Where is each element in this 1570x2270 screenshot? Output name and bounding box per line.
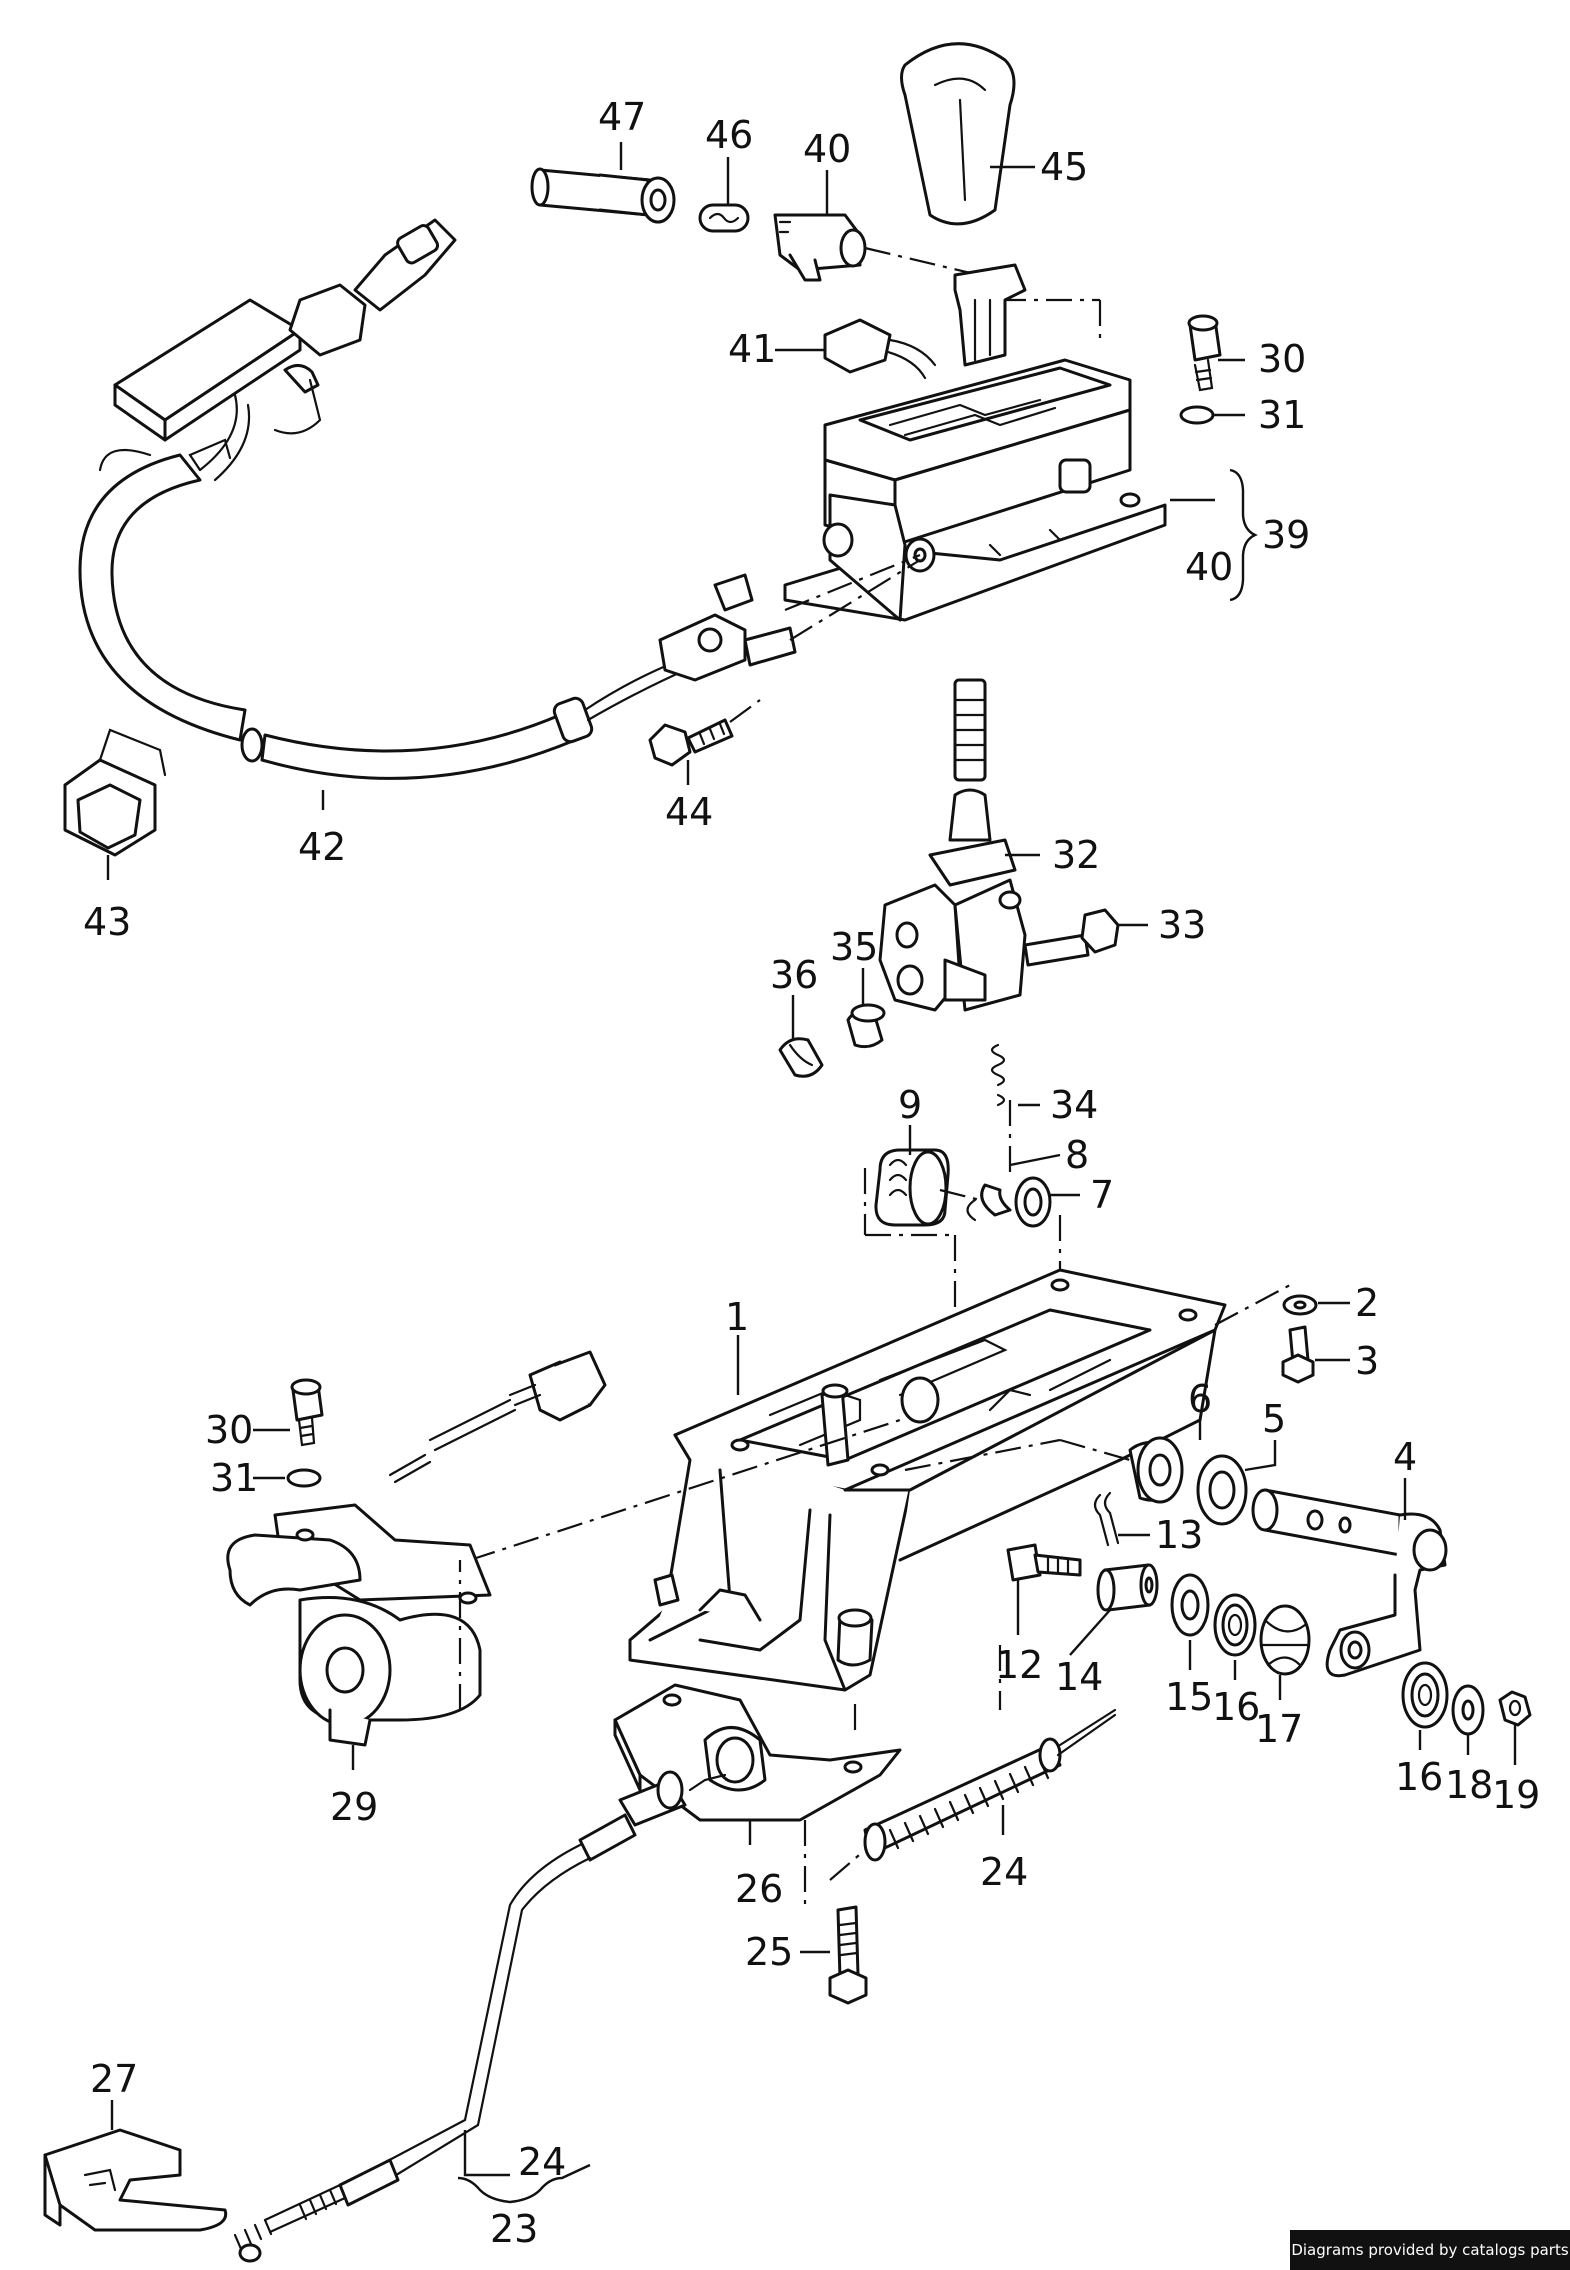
cable-end-linkage[interactable] (658, 573, 797, 682)
part-35-bushing[interactable] (846, 1003, 886, 1049)
part-27-cable-bracket[interactable] (43, 2128, 228, 2232)
part-41-connector[interactable] (823, 318, 937, 380)
part-1-selector-bracket[interactable] (628, 1268, 1227, 1692)
part-7-ring[interactable] (1014, 1176, 1052, 1228)
callout-25: 25 (745, 1930, 793, 1974)
callout-14: 14 (1055, 1655, 1103, 1699)
callout-26: 26 (735, 1867, 783, 1911)
callout-40: 40 (803, 127, 851, 171)
callout-19: 19 (1492, 1773, 1540, 1817)
part-16-spring-washer-a[interactable] (1213, 1593, 1257, 1657)
callout-6: 6 (1188, 1377, 1212, 1421)
callout-46: 46 (705, 113, 753, 157)
callout-24: 24 (518, 2140, 566, 2184)
callout-17: 17 (1255, 1707, 1303, 1751)
callout-3: 3 (1355, 1339, 1379, 1383)
callout-31: 31 (210, 1456, 258, 1500)
part-12-pin[interactable] (1006, 1543, 1082, 1582)
part-33-pivot-pin[interactable] (1023, 908, 1120, 967)
part-44-bolt[interactable] (648, 718, 734, 767)
callout-41: 41 (728, 327, 776, 371)
callout-44: 44 (665, 790, 713, 834)
part-40-switch[interactable] (773, 213, 867, 282)
part-25-bolt[interactable] (828, 1905, 868, 2005)
part-19-nut[interactable] (1498, 1690, 1532, 1727)
part-15-washer[interactable] (1170, 1573, 1210, 1637)
callout-1: 1 (725, 1295, 749, 1339)
callout-47: 47 (598, 95, 646, 139)
callout-43: 43 (83, 900, 131, 944)
part-46-bulb[interactable] (698, 203, 750, 233)
part-32-shift-lever-shaft[interactable] (878, 678, 1027, 1012)
callout-16: 16 (1395, 1755, 1443, 1799)
callout-39: 39 (1262, 513, 1310, 557)
part-23-selector-cable[interactable] (233, 1770, 727, 2263)
part-9-bushing[interactable] (874, 1148, 950, 1227)
part-13-clip[interactable] (1093, 1491, 1120, 1547)
callout-33: 33 (1158, 903, 1206, 947)
callout-30: 30 (205, 1408, 253, 1452)
callout-16: 16 (1212, 1685, 1260, 1729)
callout-18: 18 (1445, 1763, 1493, 1807)
part-39-shift-housing[interactable] (783, 263, 1167, 622)
callout-35: 35 (830, 925, 878, 969)
callout-34: 34 (1050, 1083, 1098, 1127)
ignition-lock-housing (98, 218, 457, 472)
part-2-washer[interactable] (1282, 1294, 1318, 1316)
callout-4: 4 (1393, 1435, 1417, 1479)
part-34-spring[interactable] (990, 1043, 1006, 1107)
callout-2: 2 (1355, 1281, 1379, 1325)
part-43-clip[interactable] (63, 728, 167, 857)
part-47-bulb-holder[interactable] (530, 167, 676, 224)
callout-13: 13 (1155, 1513, 1203, 1557)
watermark-badge: Diagrams provided by catalogs parts (1290, 2230, 1570, 2270)
part-42-cable-casing[interactable] (78, 358, 692, 780)
callout-31: 31 (1258, 393, 1306, 437)
part-31-washer-upper[interactable] (1179, 405, 1215, 425)
part-45-selector-knob[interactable] (900, 42, 1016, 226)
part-3-bolt[interactable] (1281, 1325, 1315, 1384)
leader-lines (106, 142, 1517, 2204)
callout-7: 7 (1090, 1173, 1114, 1217)
part-8-retaining-clip[interactable] (966, 1183, 1012, 1222)
callout-32: 32 (1052, 833, 1100, 877)
part-16-spring-washer-b[interactable] (1401, 1661, 1449, 1729)
part-29-bearing-block[interactable] (226, 1503, 492, 1747)
part-18-washer[interactable] (1451, 1684, 1485, 1736)
part-24-cable-adjuster[interactable] (863, 1708, 1117, 1862)
callout-29: 29 (330, 1785, 378, 1829)
callout-23: 23 (490, 2207, 538, 2251)
callout-15: 15 (1165, 1675, 1213, 1719)
callout-5: 5 (1262, 1397, 1286, 1441)
callout-9: 9 (898, 1083, 922, 1127)
callout-36: 36 (770, 953, 818, 997)
part-31-washer-lower[interactable] (286, 1468, 322, 1488)
callout-30: 30 (1258, 337, 1306, 381)
part-6-bushing[interactable] (1128, 1436, 1184, 1504)
callout-42: 42 (298, 825, 346, 869)
callout-24: 24 (980, 1850, 1028, 1894)
switch-cable-connector[interactable] (388, 1350, 607, 1484)
part-17-bushing[interactable] (1259, 1604, 1311, 1676)
callout-12: 12 (995, 1643, 1043, 1687)
callout-labels: 47 46 40 45 41 30 31 39 40 42 43 44 32 3… (83, 95, 1540, 2251)
part-36-clip[interactable] (778, 1037, 824, 1078)
callout-40: 40 (1185, 545, 1233, 589)
callout-45: 45 (1040, 145, 1088, 189)
callout-27: 27 (90, 2057, 138, 2101)
callout-8: 8 (1065, 1133, 1089, 1177)
part-4-shaft-lever[interactable] (1251, 1488, 1448, 1678)
part-5-seal[interactable] (1196, 1454, 1248, 1526)
part-30-bolt-upper[interactable] (1187, 314, 1222, 392)
part-30-bolt-lower[interactable] (290, 1378, 324, 1447)
part-14-sleeve[interactable] (1096, 1563, 1159, 1612)
